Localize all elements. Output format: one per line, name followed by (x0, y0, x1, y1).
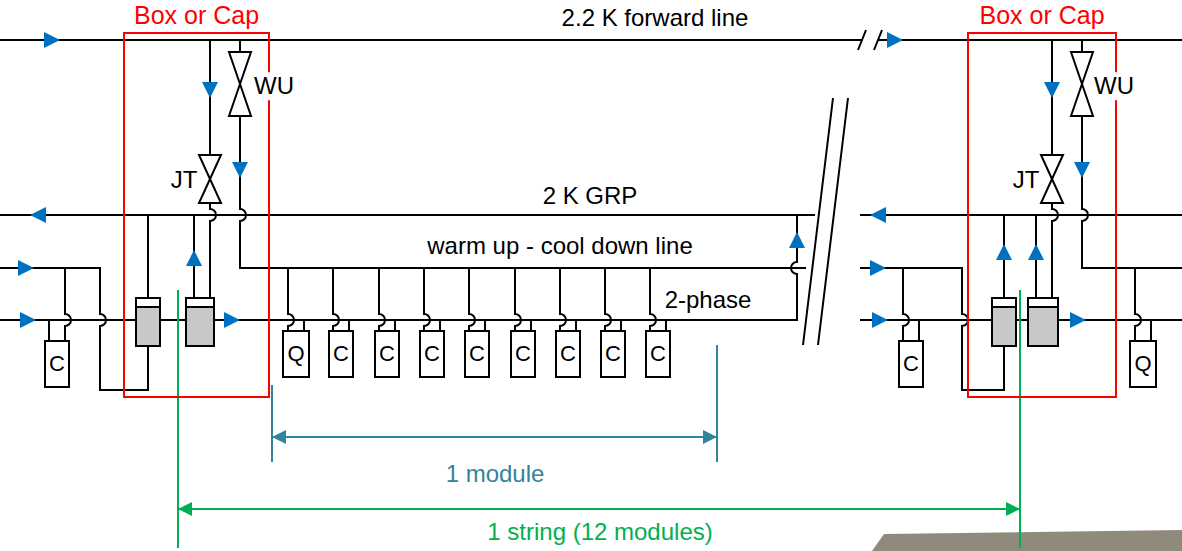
valve-label: JT (1011, 166, 1042, 194)
flow-arrow (224, 312, 240, 328)
valve-label: WU (252, 72, 296, 100)
jt-valve (1041, 179, 1063, 203)
cryomodule-box: C (328, 330, 354, 378)
dimension-line (178, 290, 1020, 548)
cryomodule-box: C (600, 330, 626, 378)
flow-arrow (1074, 162, 1090, 178)
break-mark (858, 30, 882, 50)
line-label: 2-phase (663, 286, 754, 314)
box-text: C (560, 343, 576, 365)
box-text: C (605, 343, 621, 365)
cryomodule-box: C (419, 330, 445, 378)
quadrupole-box: Q (282, 330, 310, 378)
box-text: C (49, 353, 65, 375)
flow-arrow (887, 32, 903, 48)
flow-arrow (996, 244, 1012, 260)
box-text: Q (1134, 353, 1151, 375)
box-text: C (650, 343, 666, 365)
box-text: Q (287, 343, 304, 365)
dimension-label: 1 module (444, 460, 547, 488)
box-text: C (379, 343, 395, 365)
flow-arrow (30, 207, 46, 223)
box-text: Box or Cap (134, 2, 259, 30)
dimension-arrow (703, 430, 717, 444)
jt-valve (199, 179, 221, 203)
quadrupole-box: Q (1129, 340, 1157, 388)
wu-valve (229, 52, 251, 84)
phase-separator (186, 298, 214, 346)
line-label: 2 K GRP (541, 182, 640, 210)
flow-arrow (1070, 312, 1086, 328)
flow-arrow (1028, 244, 1044, 260)
dimension-arrow (272, 430, 286, 444)
cryomodule-box: C (44, 340, 70, 388)
phase-separator (992, 298, 1016, 346)
dimension-arrow (178, 502, 192, 516)
box-text: C (469, 343, 485, 365)
wu-valve (1071, 52, 1093, 84)
valve-label: JT (169, 166, 200, 194)
wu-valve (229, 84, 251, 116)
forward-line (0, 39, 1182, 41)
module-connections (288, 268, 666, 330)
flow-arrow (872, 312, 888, 328)
flow-arrow (870, 260, 886, 276)
flow-arrow (870, 207, 886, 223)
box-text: C (333, 343, 349, 365)
flow-arrow (186, 250, 202, 266)
line-label: 2.2 K forward line (560, 4, 751, 32)
flow-arrow (232, 162, 248, 178)
valve-branch (210, 40, 1082, 298)
jt-valve (199, 155, 221, 179)
cryomodule-box: C (464, 330, 490, 378)
cryomodule-box: C (898, 340, 924, 388)
phase-separator-top (186, 298, 214, 307)
box-text: C (515, 343, 531, 365)
box-text: Box or Cap (979, 2, 1104, 30)
line-label: warm up - cool down line (425, 232, 694, 260)
dimension-label: 1 string (12 modules) (485, 518, 714, 546)
phase-separator-top (992, 298, 1016, 307)
cryomodule-box: C (510, 330, 536, 378)
box-text: C (424, 343, 440, 365)
flow-arrow (202, 82, 218, 98)
flow-arrow (789, 232, 805, 248)
flow-arrow (44, 32, 60, 48)
cryomodule-box: C (555, 330, 581, 378)
dimension-arrow (1006, 502, 1020, 516)
phase-separator (1028, 298, 1058, 346)
flow-arrow (1044, 82, 1060, 98)
wu-valve (1071, 84, 1093, 116)
cap-box-outline: Box or Cap (123, 32, 270, 398)
flow-arrow (20, 312, 36, 328)
phase-separator-top (136, 298, 160, 307)
separator-group (136, 298, 1058, 346)
valve-label: WU (1092, 72, 1136, 100)
phase-separator (136, 298, 160, 346)
jt-valve (1041, 155, 1063, 179)
flow-arrow (18, 260, 34, 276)
photo-fragment (872, 530, 1182, 551)
valve-group (199, 52, 1093, 203)
phase-separator-top (1028, 298, 1058, 307)
box-text: C (903, 353, 919, 375)
string-dimension (178, 290, 1020, 548)
cryomodule-box: C (374, 330, 400, 378)
flow-arrow-group (18, 32, 1090, 328)
break-mark (803, 98, 848, 345)
cryomodule-box: C (645, 330, 671, 378)
